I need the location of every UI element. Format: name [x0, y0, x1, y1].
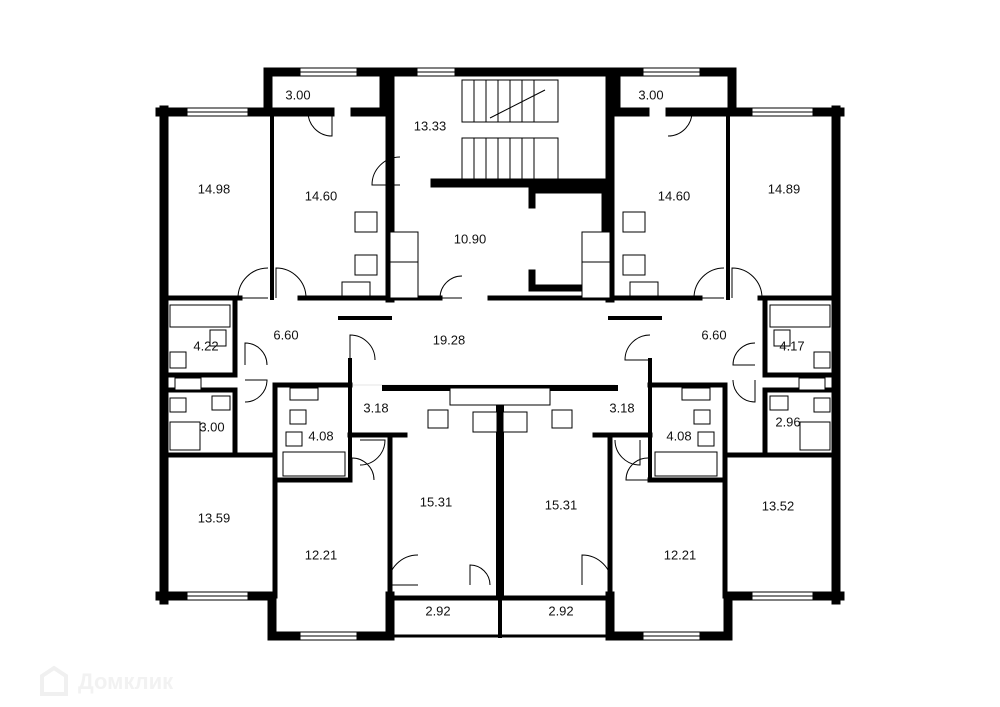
stove-icon: [622, 211, 646, 233]
watermark-logo: Домклик: [40, 665, 174, 696]
door-swing: [307, 111, 333, 137]
door-swing: [275, 267, 307, 299]
sink-icon: [209, 329, 227, 347]
stair-flight: [461, 79, 559, 123]
toilet-icon: [813, 351, 831, 369]
stove-icon: [472, 411, 498, 433]
duct: [581, 261, 611, 299]
bathtub-icon: [769, 304, 831, 328]
room-area-kitchen-ne: 14.60: [658, 188, 691, 203]
toilet-icon: [169, 397, 187, 413]
toilet-icon: [813, 397, 831, 413]
sink-icon: [211, 395, 231, 411]
house-logo-icon: [40, 665, 68, 696]
door-swing: [667, 111, 693, 137]
stair-flight: [461, 137, 559, 181]
door-swing: [693, 267, 725, 299]
sink-icon: [693, 409, 711, 425]
room-area-balcony-se: 2.92: [548, 603, 573, 618]
room-area-room-se: 13.52: [762, 498, 795, 513]
room-area-hall-e: 6.60: [701, 327, 726, 342]
door-swing: [731, 267, 763, 299]
duct: [581, 231, 611, 263]
fixtures: [169, 79, 831, 586]
room-area-lobby: 10.90: [454, 231, 487, 246]
room-area-room-ssw: 12.21: [305, 547, 338, 562]
door-swing: [371, 156, 401, 186]
duct: [389, 231, 419, 263]
vent-icon: [341, 281, 371, 297]
room-area-stair-hall: 13.33: [414, 118, 447, 133]
sink-icon: [289, 409, 307, 425]
toilet-icon: [169, 351, 187, 369]
door-swing: [581, 554, 613, 586]
room-area-kitchen-se: 15.31: [545, 497, 578, 512]
door-swing: [387, 554, 419, 586]
room-labels: 3.00 13.33 3.00 14.98 14.60 10.90 14.60 …: [193, 87, 804, 618]
shower-icon: [169, 421, 201, 451]
vent-icon: [681, 387, 711, 401]
door-swing: [469, 564, 491, 586]
door-swing: [244, 342, 268, 366]
room-area-bath-sw: 4.08: [308, 428, 333, 443]
bathtub-icon: [282, 451, 346, 477]
room-area-hall-w: 6.60: [273, 327, 298, 342]
bathtub-icon: [169, 304, 231, 328]
vent-icon: [798, 377, 826, 391]
door-swing: [359, 439, 386, 466]
stair-arrow: [489, 89, 546, 119]
room-area-corridor: 19.28: [433, 332, 466, 347]
room-area-bath-se: 4.08: [666, 428, 691, 443]
toilet-icon: [697, 431, 715, 447]
door-swing: [439, 275, 463, 299]
room-area-room-sse: 12.21: [664, 547, 697, 562]
sink-icon: [769, 395, 789, 411]
room-area-balcony-nw: 3.00: [285, 87, 310, 102]
sink-icon: [551, 409, 573, 429]
room-area-kitchen-sw: 15.31: [420, 494, 453, 509]
watermark-text: Домклик: [78, 669, 174, 694]
room-area-room-nw: 14.98: [198, 181, 231, 196]
stove-icon: [502, 411, 528, 433]
vent-icon: [629, 281, 659, 297]
sink-icon: [773, 329, 791, 347]
vent-icon: [174, 377, 202, 391]
duct: [389, 261, 419, 299]
room-area-wc-w: 3.00: [199, 419, 224, 434]
room-area-bath-e: 4.17: [779, 338, 804, 353]
room-area-balcony-ne: 3.00: [638, 87, 663, 102]
room-area-room-sw: 13.59: [198, 510, 231, 525]
room-area-hall-se: 3.18: [609, 400, 634, 415]
shaft-box: [449, 387, 551, 406]
door-swing: [732, 342, 756, 366]
room-area-room-ne: 14.89: [768, 181, 801, 196]
door-swing: [732, 379, 756, 403]
door-swing: [351, 457, 375, 481]
door-swing: [237, 267, 269, 299]
door-swing: [349, 334, 376, 361]
shower-icon: [799, 421, 831, 451]
room-area-hall-sw: 3.18: [363, 400, 388, 415]
room-area-bath-w: 4.22: [193, 338, 218, 353]
sink-icon: [427, 409, 449, 429]
door-swing: [614, 439, 641, 466]
door-swing: [624, 334, 651, 361]
walls: [155, 67, 845, 641]
windows: [186, 67, 814, 641]
bathtub-icon: [654, 451, 718, 477]
door-swing: [625, 457, 649, 481]
room-area-kitchen-nw: 14.60: [305, 188, 338, 203]
sink-icon: [622, 254, 646, 276]
stove-icon: [354, 211, 378, 233]
toilet-icon: [285, 431, 303, 447]
sink-icon: [354, 254, 378, 276]
room-area-balcony-sw: 2.92: [425, 603, 450, 618]
room-area-wc-e: 2.96: [775, 414, 800, 429]
door-swing: [244, 379, 268, 403]
vent-icon: [289, 387, 319, 401]
